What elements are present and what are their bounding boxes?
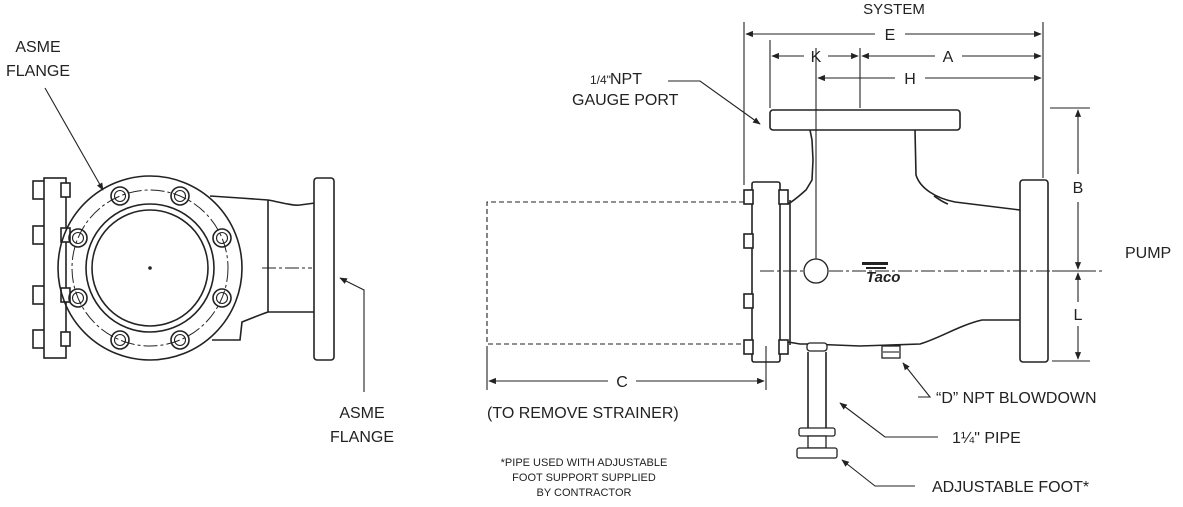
side-view: Taco bbox=[486, 48, 1105, 459]
end-view-bore-inner bbox=[91, 209, 209, 327]
pipe-leader bbox=[839, 402, 938, 438]
end-view-bolt-circle bbox=[71, 189, 229, 347]
gauge-port-line2: GAUGE PORT bbox=[572, 92, 679, 109]
strainer-removal-envelope bbox=[486, 201, 752, 345]
adjustable-foot-label: ADJUSTABLE FOOT* bbox=[932, 479, 1089, 496]
dim-e-label: E bbox=[885, 27, 896, 44]
dim-a-label: A bbox=[943, 49, 954, 66]
dim-c-label: C bbox=[616, 374, 628, 391]
asme-flange-left-line2: FLANGE bbox=[6, 63, 70, 80]
taco-logo: Taco bbox=[862, 262, 900, 286]
end-view-asme-flange-leader bbox=[44, 87, 104, 191]
asme-flange-left-line1: ASME bbox=[15, 39, 60, 56]
dim-k-label: K bbox=[811, 49, 822, 66]
asme-flange-bottom-line1: ASME bbox=[339, 405, 384, 422]
footnote-line1: *PIPE USED WITH ADJUSTABLE bbox=[501, 457, 668, 469]
side-view-top-flange bbox=[769, 109, 961, 131]
side-view-body-detail bbox=[933, 195, 949, 205]
side-view-bolts bbox=[743, 189, 789, 355]
blowdown-leader bbox=[902, 362, 932, 398]
to-remove-strainer-label: (TO REMOVE STRAINER) bbox=[487, 405, 679, 422]
adjustable-foot-base bbox=[796, 447, 838, 459]
foot-pipe-cap bbox=[806, 342, 828, 352]
blowdown-label: “D” NPT BLOWDOWN bbox=[936, 390, 1097, 407]
side-view-main-flange bbox=[751, 181, 781, 363]
extension-lines bbox=[486, 22, 1090, 390]
adjustable-foot-nut bbox=[798, 427, 836, 437]
gauge-port-leader bbox=[668, 80, 761, 125]
pump-label: PUMP bbox=[1125, 245, 1171, 262]
adjustable-foot-stem bbox=[807, 435, 827, 449]
end-view-body-top bbox=[209, 195, 316, 206]
brand-text: Taco bbox=[866, 269, 900, 286]
end-view-asme-flange-bottom-leader bbox=[339, 277, 365, 392]
side-view-body-top-right bbox=[914, 129, 1021, 211]
footnote-line3: BY CONTRACTOR bbox=[537, 487, 632, 499]
footnote-line2: FOOT SUPPORT SUPPLIED bbox=[512, 472, 656, 484]
foot-pipe bbox=[807, 352, 827, 428]
asme-flange-bottom-line2: FLANGE bbox=[330, 429, 394, 446]
gauge-port-circle bbox=[803, 258, 829, 284]
foot-leader bbox=[841, 459, 915, 487]
gauge-port-line1: NPT bbox=[610, 71, 642, 88]
pipe-label: 1¼" PIPE bbox=[952, 430, 1021, 447]
dim-h-label: H bbox=[904, 71, 916, 88]
side-view-body-bottom bbox=[787, 319, 1022, 347]
end-view-flange-outer bbox=[57, 175, 243, 361]
gauge-port-fraction: 1/4" bbox=[590, 73, 611, 87]
end-view-bolts-left bbox=[32, 177, 71, 359]
end-view-bore-outer bbox=[85, 203, 215, 333]
dim-l-label: L bbox=[1074, 307, 1083, 324]
dim-b-label: B bbox=[1073, 180, 1084, 197]
system-label: SYSTEM bbox=[863, 1, 925, 18]
end-view-right-flange bbox=[313, 177, 335, 361]
end-view bbox=[32, 87, 365, 392]
end-view-body-bottom bbox=[212, 311, 316, 341]
end-view-center bbox=[148, 266, 152, 270]
side-view-body-neck-left bbox=[787, 129, 814, 205]
end-view-bolt-holes bbox=[68, 186, 232, 350]
